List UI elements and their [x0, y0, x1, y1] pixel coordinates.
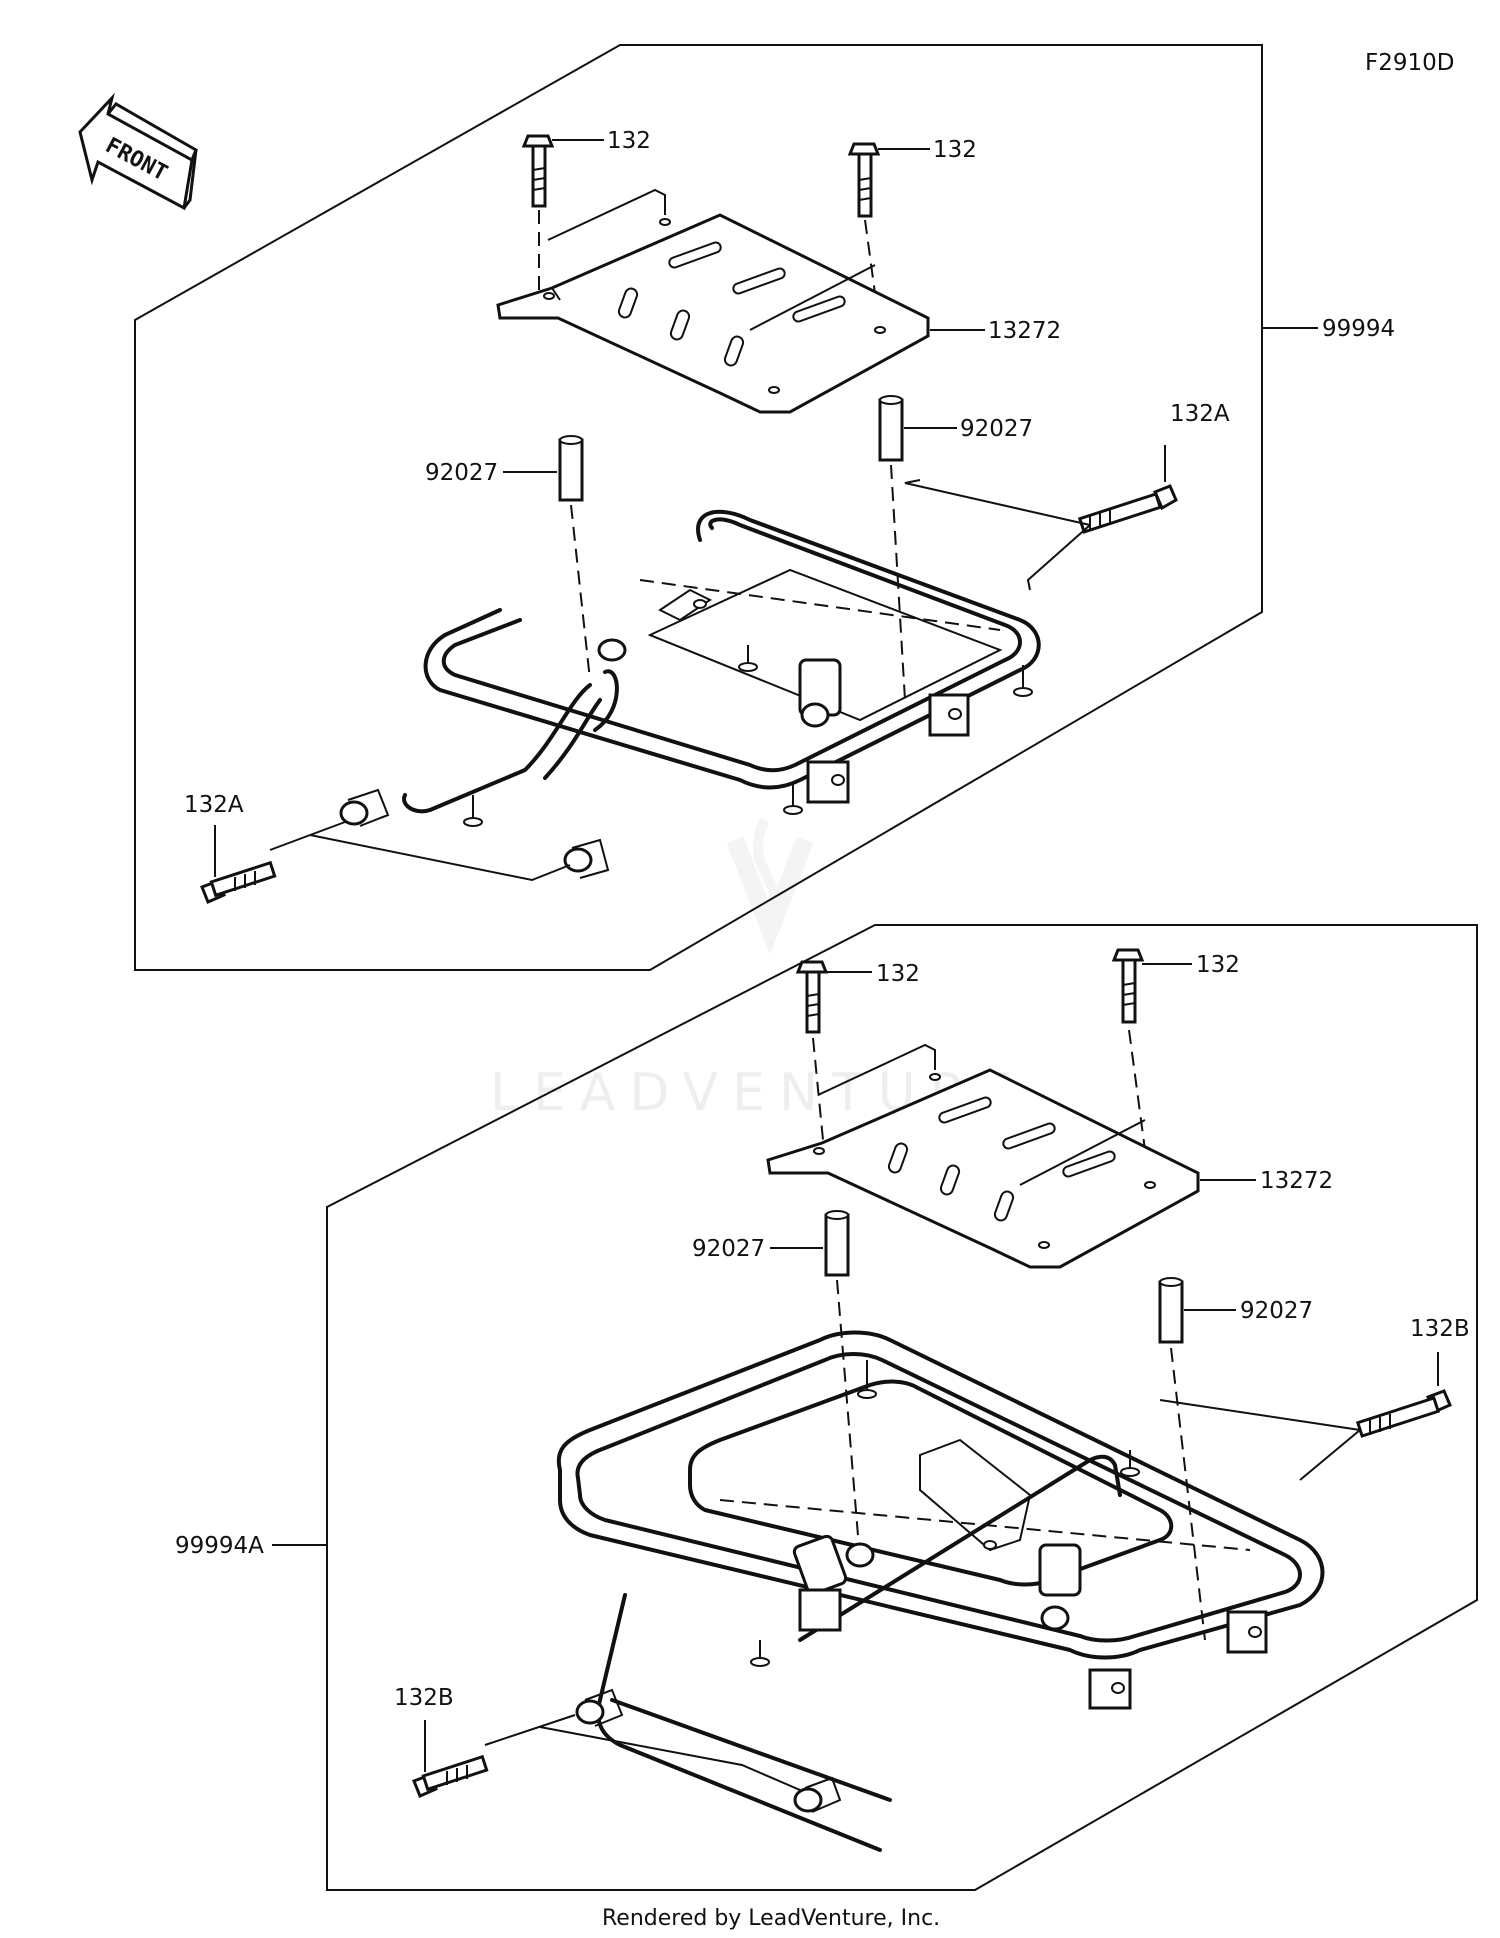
- lower-carrier-icon: [556, 1330, 1325, 1852]
- upper-bolt-left-label: 132: [607, 128, 651, 154]
- front-arrow-icon: FRONT: [78, 92, 198, 211]
- upper-side-bolt-right-icon: [1077, 484, 1178, 534]
- lower-side-bolt-right-label: 132B: [1410, 1316, 1470, 1342]
- lower-bolt-right-icon: [1111, 948, 1146, 1151]
- upper-assembly-label: 99994: [1322, 316, 1395, 342]
- upper-collar-right-icon: [878, 395, 906, 701]
- lower-side-bolt-left-icon: [412, 1754, 489, 1798]
- lower-collar-right-icon: [1158, 1277, 1206, 1641]
- lower-plate-icon: [766, 1043, 1200, 1269]
- upper-collar-right-label: 92027: [960, 416, 1033, 442]
- figure-code: F2910D: [1365, 50, 1454, 76]
- upper-side-bolt-left-icon: [200, 860, 277, 904]
- upper-assembly: 99994 132 132: [134, 44, 1395, 971]
- upper-plate-label: 13272: [988, 318, 1061, 344]
- upper-bolt-left-icon: [521, 134, 555, 290]
- lower-collar-right-label: 92027: [1240, 1298, 1313, 1324]
- lower-assembly-frame: [326, 924, 1478, 1891]
- upper-bolt-right-label: 132: [933, 137, 977, 163]
- watermark-logo: [726, 817, 814, 955]
- lower-collar-left-icon: [824, 1210, 861, 1561]
- lower-assembly-label: 99994A: [175, 1533, 264, 1559]
- lower-collar-left-label: 92027: [692, 1236, 765, 1262]
- lower-side-bolt-right-icon: [1355, 1389, 1452, 1438]
- lower-assembly: 99994A 132 132: [175, 924, 1478, 1891]
- upper-collar-left-icon: [558, 435, 591, 681]
- upper-collar-left-label: 92027: [425, 460, 498, 486]
- upper-plate-icon: [496, 188, 930, 414]
- lower-side-bolt-left-label: 132B: [394, 1685, 454, 1711]
- upper-assembly-frame: [134, 44, 1263, 971]
- lower-bolt-right-label: 132: [1196, 952, 1240, 978]
- footer-credit: Rendered by LeadVenture, Inc.: [602, 1906, 940, 1931]
- lower-bolt-left-label: 132: [876, 961, 920, 987]
- lower-plate-label: 13272: [1260, 1168, 1333, 1194]
- upper-carrier-icon: [339, 509, 1041, 879]
- lower-bolt-left-icon: [795, 960, 829, 1141]
- upper-side-bolt-left-label: 132A: [184, 792, 244, 818]
- upper-side-bolt-right-label: 132A: [1170, 401, 1230, 427]
